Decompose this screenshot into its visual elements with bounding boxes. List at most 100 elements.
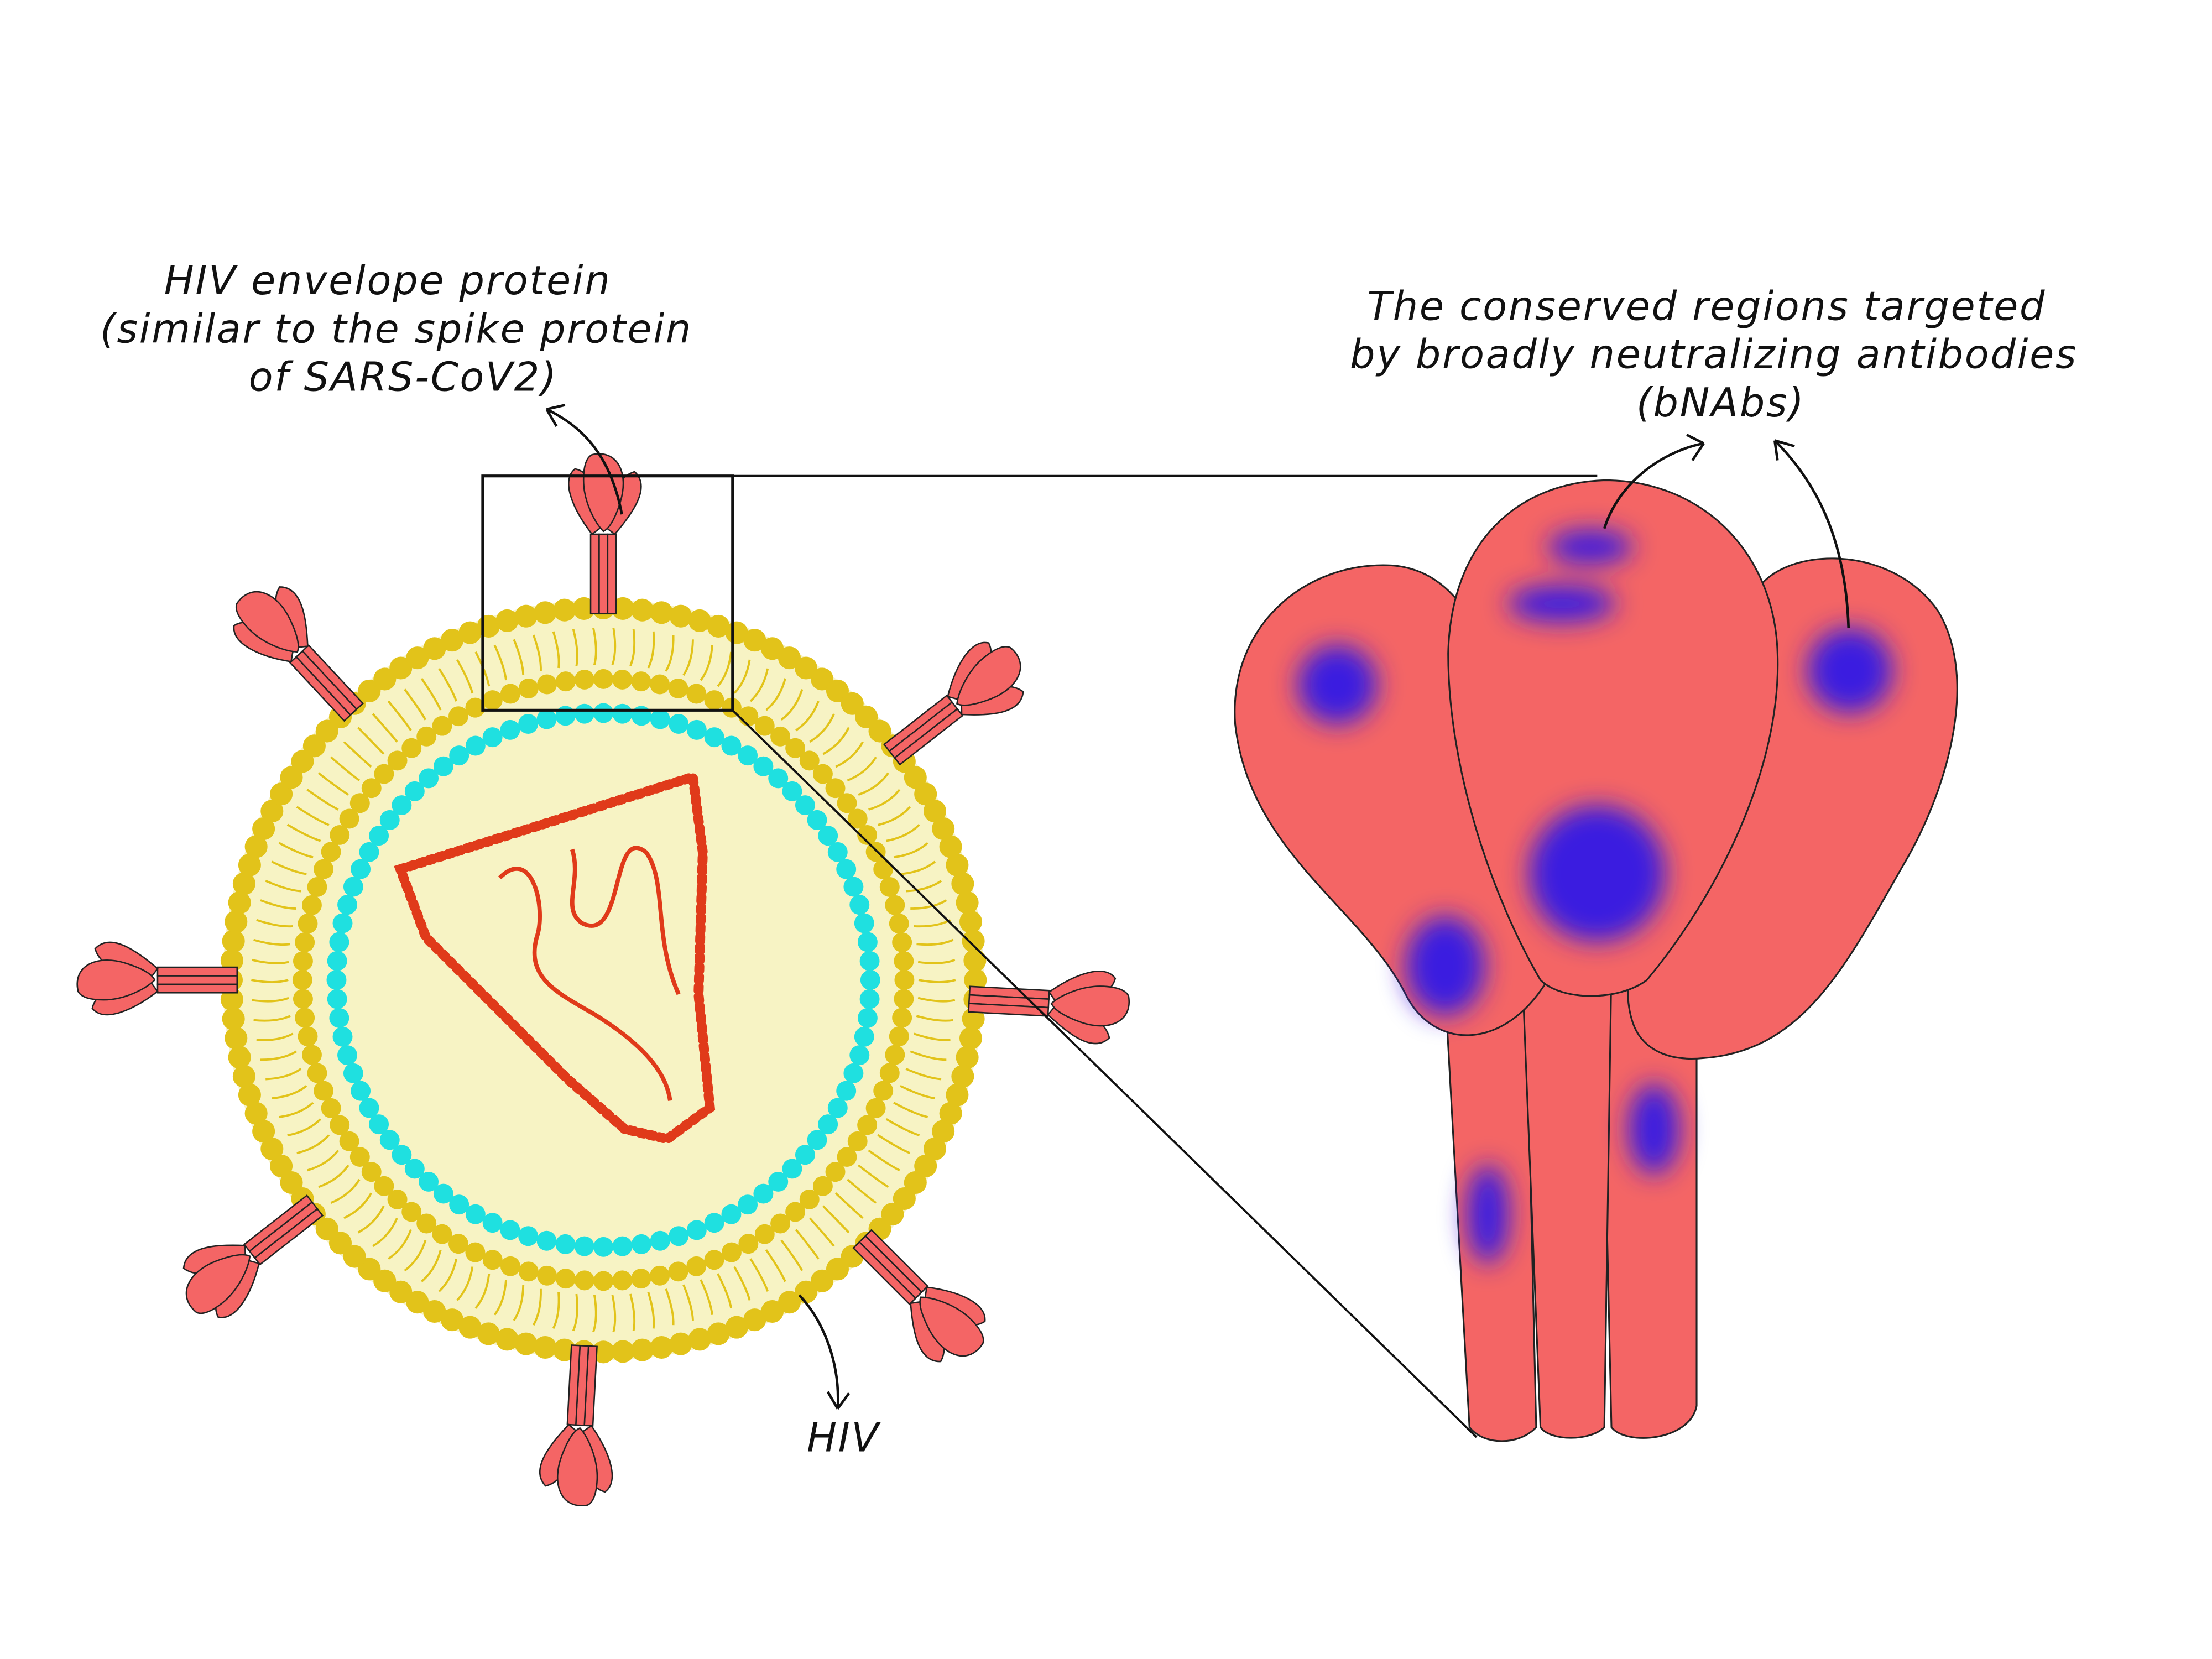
lipid-tail xyxy=(822,1205,850,1234)
envelope-label: HIV envelope protein (similar to the spi… xyxy=(100,257,706,400)
lipid-tail xyxy=(647,1291,655,1329)
lipid-head xyxy=(593,1271,614,1291)
matrix-protein xyxy=(327,989,347,1009)
lipid-head xyxy=(458,1316,482,1339)
matrix-protein xyxy=(465,1204,486,1224)
matrix-protein xyxy=(854,1026,874,1047)
lipid-head xyxy=(495,609,519,632)
lipid-head xyxy=(500,1256,520,1276)
lipid-head xyxy=(252,1120,275,1143)
lipid-head xyxy=(432,716,452,736)
matrix-protein xyxy=(859,951,880,971)
matrix-protein xyxy=(574,703,594,724)
lipid-head xyxy=(293,989,313,1009)
lipid-tail xyxy=(572,629,578,666)
lipid-tail xyxy=(286,823,321,842)
lipid-head xyxy=(298,914,318,934)
matrix-protein xyxy=(612,703,633,724)
lipid-tail xyxy=(252,997,289,1003)
lipid-head xyxy=(315,719,338,743)
lipid-tail xyxy=(886,823,920,842)
lipid-tail xyxy=(700,645,713,681)
lipid-head xyxy=(423,1300,446,1323)
lipid-head xyxy=(361,778,382,799)
lipid-head xyxy=(810,1269,834,1292)
lipid-head xyxy=(959,1026,983,1050)
matrix-protein xyxy=(704,727,724,748)
lipid-tail xyxy=(900,1084,936,1100)
lipid-head xyxy=(495,1328,519,1351)
lipid-head xyxy=(946,853,969,877)
lipid-tail xyxy=(252,958,289,964)
lipid-head xyxy=(885,895,905,915)
lipid-tail xyxy=(420,677,442,711)
lipid-head xyxy=(358,679,381,702)
matrix-protein xyxy=(807,1130,827,1150)
matrix-protein xyxy=(721,735,742,756)
lipid-tail xyxy=(717,651,733,687)
lipid-tail xyxy=(513,639,525,675)
lipid-head xyxy=(270,1154,293,1178)
lipid-head xyxy=(232,872,255,895)
zoom-box xyxy=(481,474,734,712)
lipid-tail xyxy=(749,1258,769,1292)
matrix-protein xyxy=(860,970,880,990)
lipid-head xyxy=(868,719,891,743)
lipid-tail xyxy=(253,938,291,946)
lipid-head xyxy=(932,1120,955,1143)
lipid-head xyxy=(865,842,886,862)
epitope xyxy=(1297,645,1378,725)
lipid-head xyxy=(238,853,261,877)
lipid-tail xyxy=(917,997,956,1003)
matrix-protein xyxy=(827,842,848,862)
lipid-head xyxy=(841,692,864,715)
matrix-protein xyxy=(359,842,379,862)
lipid-head xyxy=(482,690,503,711)
lipid-head xyxy=(873,1081,894,1101)
lipid-head xyxy=(339,808,359,829)
lipid-head xyxy=(668,678,688,698)
matrix-protein xyxy=(818,826,838,846)
lipid-head xyxy=(307,877,327,897)
lipid-head xyxy=(754,1224,775,1244)
lipid-tail xyxy=(256,1032,294,1041)
lipid-head xyxy=(518,678,539,698)
lipid-tail xyxy=(513,1285,525,1321)
epitope xyxy=(1467,1164,1510,1264)
lipid-head xyxy=(222,1007,245,1030)
epitope xyxy=(1529,805,1666,942)
lipid-head xyxy=(593,669,614,689)
lipid-tail xyxy=(733,659,751,695)
lipid-head xyxy=(879,877,900,897)
matrix-protein xyxy=(404,1159,425,1179)
capsid-core xyxy=(394,770,716,1145)
lipid-head xyxy=(220,949,243,972)
matrix-protein xyxy=(369,826,389,846)
lipid-head xyxy=(785,1202,806,1222)
lipid-head xyxy=(280,1171,303,1194)
lipid-tail xyxy=(847,757,877,782)
lipid-tail xyxy=(822,727,850,755)
lipid-head xyxy=(307,1063,327,1083)
lipid-tail xyxy=(910,1050,947,1061)
lipid-head xyxy=(794,656,818,680)
lipid-head xyxy=(225,1026,248,1050)
lipid-head xyxy=(292,970,312,990)
lipid-tail xyxy=(572,1293,578,1332)
arrow-conserved-2 xyxy=(1773,439,1850,628)
lipid-head xyxy=(252,817,275,841)
matrix-protein xyxy=(392,1145,412,1165)
lipid-head xyxy=(879,1063,900,1083)
lipid-head xyxy=(951,872,974,895)
matrix-protein xyxy=(631,1234,651,1254)
lipid-head xyxy=(688,609,711,632)
lipid-head xyxy=(770,726,791,747)
lipid-head xyxy=(669,1332,692,1355)
lipid-head xyxy=(825,1162,846,1182)
lipid-tail xyxy=(916,1015,953,1022)
lipid-tail xyxy=(532,634,542,671)
lipid-tail xyxy=(493,1280,507,1316)
lipid-tail xyxy=(847,1178,877,1204)
lipid-tail xyxy=(893,842,928,859)
lipid-head xyxy=(555,1269,576,1289)
